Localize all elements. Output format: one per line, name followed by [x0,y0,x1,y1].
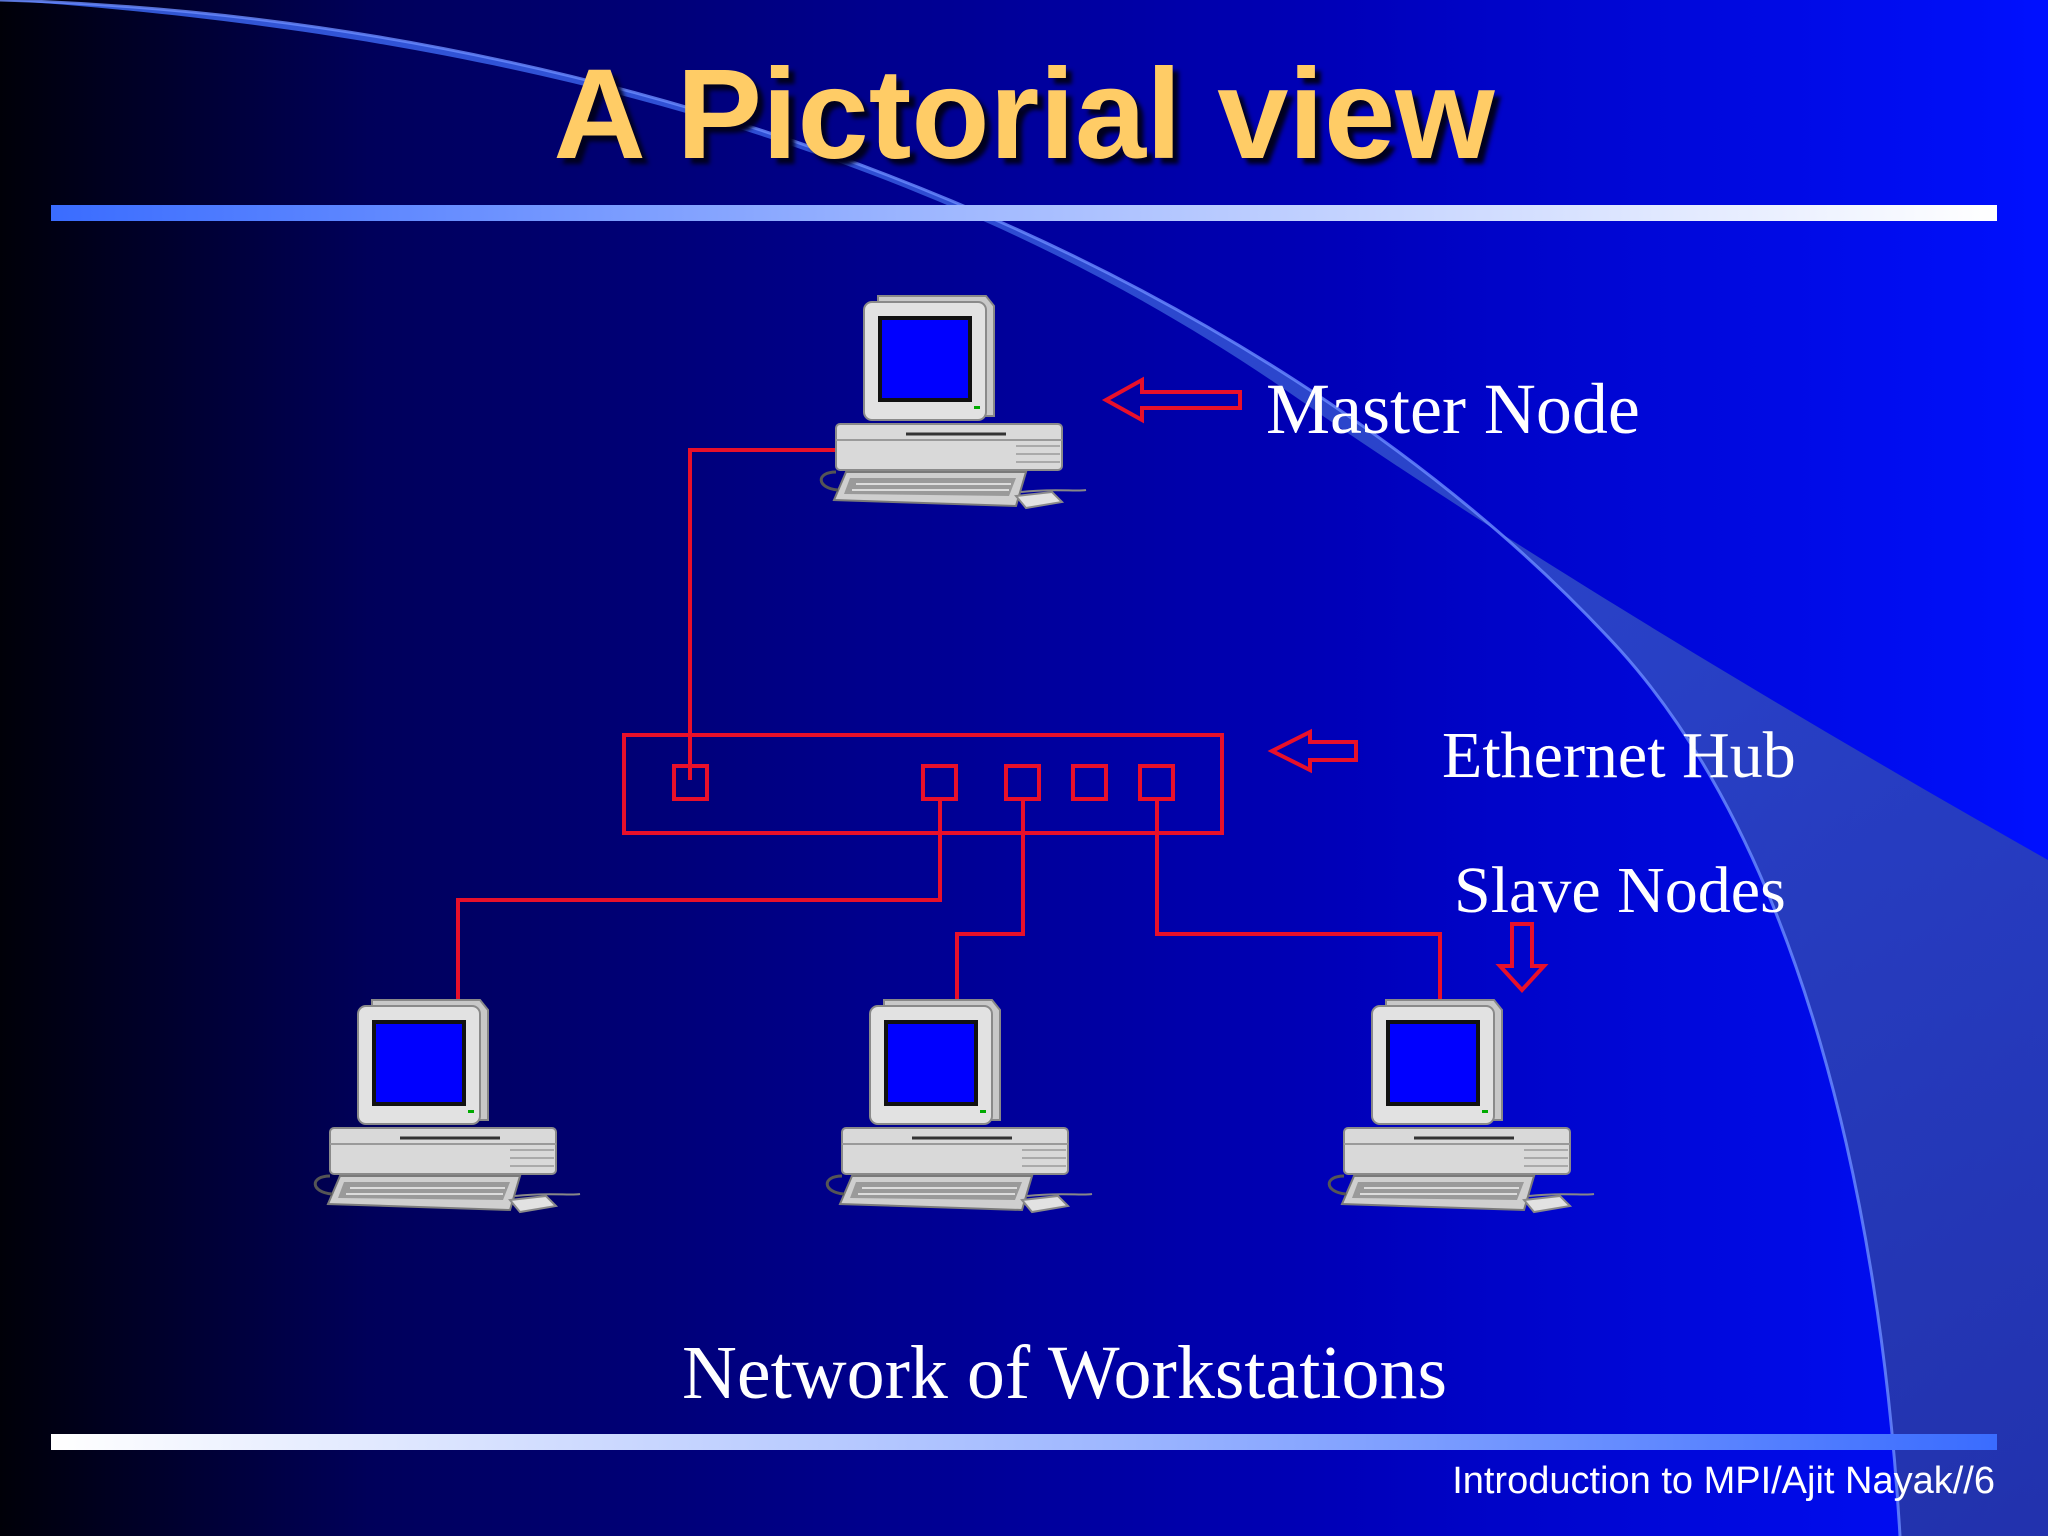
diagram-caption: Network of Workstations [682,1331,1448,1415]
slide-title: A Pictorial view [553,43,1495,186]
hub-port-3 [1004,764,1041,801]
background-arc-line [0,0,1902,1536]
hub-port-4 [1071,764,1108,801]
hub-port-5 [1138,764,1175,801]
master-arrow-left-icon [1101,376,1242,424]
slave-nodes-label: Slave Nodes [1454,854,1786,927]
network-wires [456,448,1442,1005]
hub-arrow-left-icon [1267,728,1358,774]
slave-arrow-down-icon [1495,922,1549,993]
ethernet-hub-box [622,733,1224,835]
hub-icon [622,733,1224,835]
hub-port-2 [921,764,958,801]
slave-computer-icon-3 [1327,998,1596,1214]
master-node-label: Master Node [1266,369,1640,449]
slide-footer: Introduction to MPI/Ajit Nayak//6 [1452,1460,1995,1502]
hub-port-1 [672,764,709,801]
wire-hub-to-slave-1 [456,800,942,1005]
slave-computer-icon-2 [825,998,1094,1214]
wire-hub-to-slave-2 [955,800,1025,1005]
slave-computer-icon-1 [313,998,582,1214]
footer-rule [51,1434,1997,1450]
ethernet-hub-label: Ethernet Hub [1442,719,1796,792]
wire-hub-to-slave-3 [1155,800,1442,1005]
wire-master-to-hub [688,448,836,780]
header-rule [51,205,1997,221]
master-computer-icon [819,294,1088,510]
